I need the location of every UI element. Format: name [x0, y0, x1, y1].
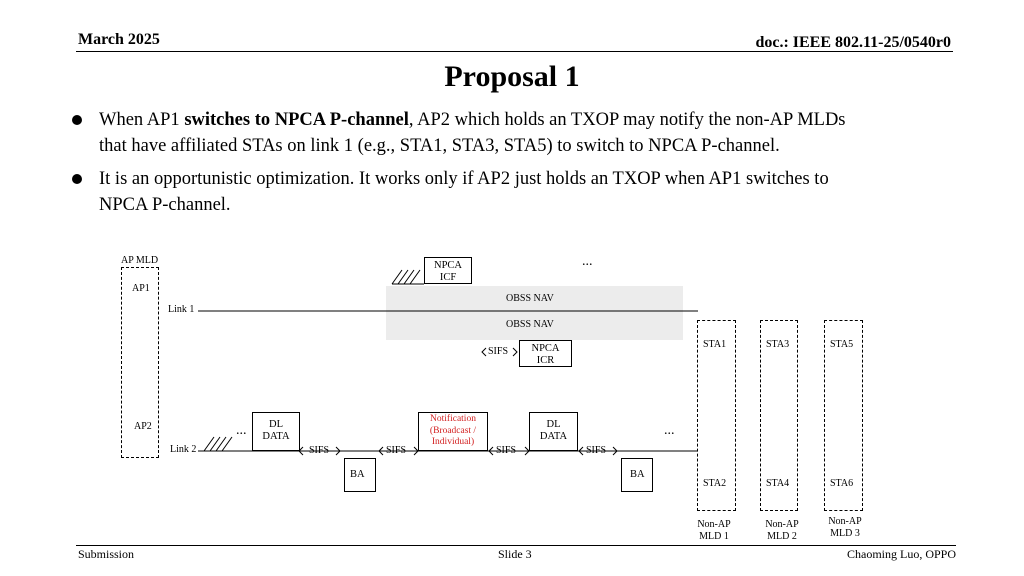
ellipsis-link2-right: ... — [664, 423, 675, 438]
link2-label: Link 2 — [170, 444, 197, 455]
bullet-dot — [72, 115, 82, 125]
sifs-label: SIFS — [586, 445, 607, 456]
header-date: March 2025 — [78, 31, 160, 48]
sifs-label: SIFS — [386, 445, 407, 456]
sifs-label-icr: SIFS — [488, 346, 509, 357]
bullet-2-line-1: It is an opportunistic optimization. It … — [99, 169, 829, 189]
sta6-label: STA6 — [830, 478, 854, 489]
sta3-label: STA3 — [766, 339, 790, 350]
bullet-1-bold: switches to NPCA P-channel — [184, 110, 409, 130]
header-rule — [76, 51, 953, 52]
ellipsis-link1: ... — [582, 254, 593, 269]
non-ap-mld-1-box — [697, 320, 736, 511]
ap-mld-label: AP MLD — [121, 255, 159, 266]
ap-mld-box — [121, 267, 159, 458]
busy-hatch-link1 — [391, 269, 424, 285]
obss-nav-label-1: OBSS NAV — [506, 293, 554, 304]
sta1-label: STA1 — [703, 339, 727, 350]
ellipsis-link2-left: ... — [236, 423, 247, 438]
bullet-dot — [72, 174, 82, 184]
obss-nav-label-2: OBSS NAV — [506, 319, 554, 330]
sta4-label: STA4 — [766, 478, 790, 489]
footer-rule — [76, 545, 956, 546]
footer-slide-number: Slide 3 — [498, 547, 532, 561]
sta5-label: STA5 — [830, 339, 854, 350]
sifs-label: SIFS — [496, 445, 517, 456]
bullet-2: It is an opportunistic optimization. It … — [99, 166, 979, 218]
footer-submission: Submission — [78, 547, 135, 561]
header-doc-id: doc.: IEEE 802.11-25/0540r0 — [755, 34, 951, 51]
non-ap-mld-2-box — [760, 320, 798, 511]
slide-title: Proposal 1 — [444, 60, 580, 93]
notification-frame: Notification (Broadcast / Individual) — [418, 412, 488, 451]
bullet-1: When AP1 switches to NPCA P-channel, AP2… — [99, 107, 979, 159]
busy-hatch-link2 — [203, 436, 233, 452]
bullet-1-line-1: When AP1 switches to NPCA P-channel, AP2… — [99, 110, 846, 130]
sifs-label: SIFS — [309, 445, 330, 456]
non-ap-mld-3-box — [824, 320, 863, 511]
ap2-label: AP2 — [134, 421, 152, 432]
footer-author: Chaoming Luo, OPPO — [846, 547, 956, 561]
obss-nav-band — [386, 286, 683, 340]
link1-label: Link 1 — [168, 304, 195, 315]
ba-frame-1: BA — [344, 458, 376, 492]
bullet-1-line-2: that have affiliated STAs on link 1 (e.g… — [99, 136, 780, 156]
sta2-label: STA2 — [703, 478, 727, 489]
bullet-2-line-2: NPCA P-channel. — [99, 195, 231, 215]
ap1-label: AP1 — [132, 283, 150, 294]
ba-frame-2: BA — [621, 458, 653, 492]
